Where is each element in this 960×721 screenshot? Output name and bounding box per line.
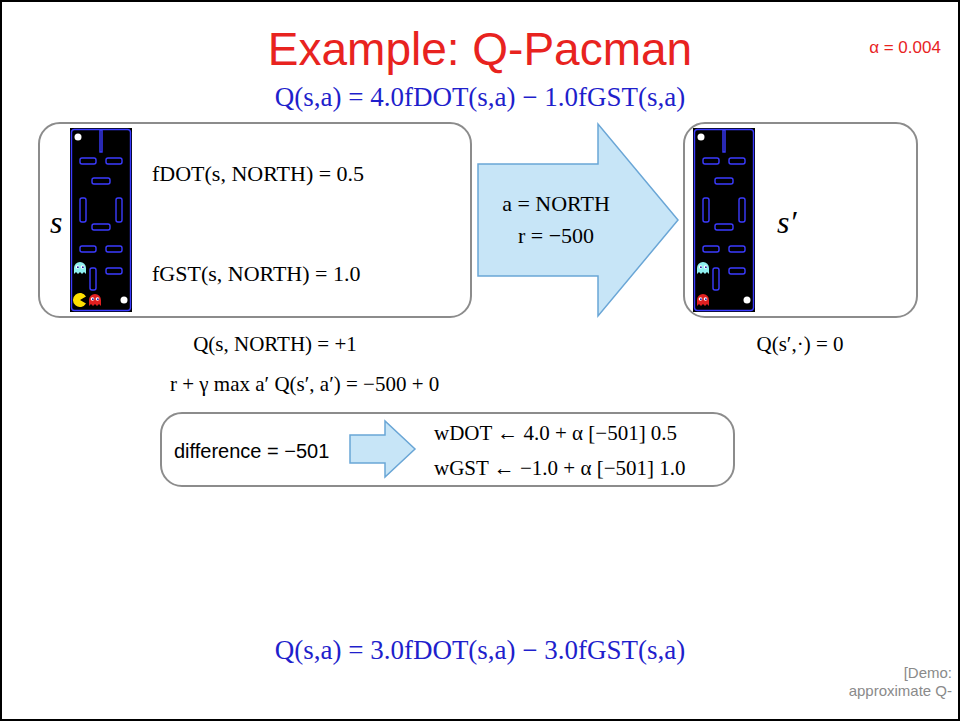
- weight-update: wGST ← −1.0 + α [−501] 1.0: [434, 456, 685, 481]
- q-value: Q(s, NORTH) = +1: [193, 332, 357, 357]
- transition-arrow: a = NORTH r = −500: [476, 122, 680, 318]
- arrow-shape: [478, 124, 678, 316]
- update-box: difference = −501 wDOT ← 4.0 + α [−501] 0…: [160, 412, 735, 487]
- feature-value: fDOT(s, NORTH) = 0.5: [152, 161, 364, 187]
- state-box: s fDOT(s, NORTH) = 0.5 fGST(s, NORTH) = 1.…: [38, 122, 472, 318]
- demo-note: [Demo: approximate Q-: [838, 664, 952, 700]
- q-value: Q(s′,·) = 0: [756, 332, 843, 357]
- reward-label: r = −500: [518, 223, 594, 249]
- q-formula: Q(s,a) = 3.0fDOT(s,a) − 3.0fGST(s,a): [275, 634, 686, 666]
- ghost-icon: [89, 294, 101, 306]
- arrow-outline: [476, 122, 680, 318]
- ghost-icon: [697, 294, 709, 306]
- difference-label: difference = −501: [174, 439, 329, 463]
- feature-value: fGST(s, NORTH) = 1.0: [152, 261, 360, 287]
- target-value: r + γ max a′ Q(s′, a′) = −500 + 0: [170, 372, 439, 397]
- state-box: s′: [683, 122, 918, 318]
- state-label: s: [50, 203, 62, 241]
- update-arrow: [350, 421, 415, 477]
- learning-rate: α = 0.004: [869, 38, 941, 58]
- q-formula: Q(s,a) = 4.0fDOT(s,a) − 1.0fGST(s,a): [275, 81, 686, 113]
- pacman-maze: [693, 128, 755, 312]
- weight-update: wDOT ← 4.0 + α [−501] 0.5: [434, 421, 677, 446]
- ghost-icon: [697, 262, 709, 274]
- state-label: s′: [777, 203, 796, 241]
- action-label: a = NORTH: [502, 191, 610, 217]
- slide-title: Example: Q-Pacman: [268, 22, 692, 77]
- pacman-maze: [70, 128, 132, 312]
- pacman-icon: [73, 293, 86, 307]
- ghost-icon: [74, 262, 86, 274]
